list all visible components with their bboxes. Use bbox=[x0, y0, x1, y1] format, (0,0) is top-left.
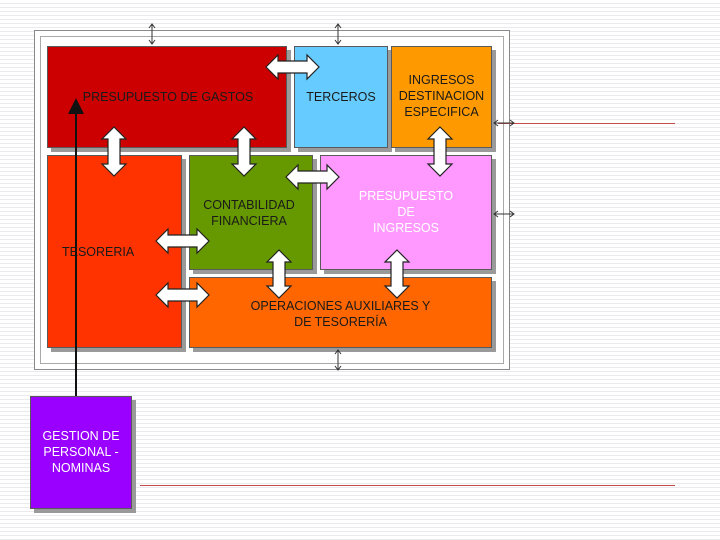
label-terceros: TERCEROS bbox=[306, 90, 376, 104]
label-presupuesto-gastos: PRESUPUESTO DE GASTOS bbox=[82, 90, 254, 104]
diagram-inner-frame bbox=[40, 36, 504, 364]
box-operaciones-auxiliares bbox=[189, 277, 492, 348]
label-operaciones-auxiliares: OPERACIONES AUXILIARES Y DE TESORERÍA bbox=[250, 299, 431, 329]
label-ingresos-destinacion-especifica: INGRESOS DESTINACION ESPECIFICA bbox=[398, 73, 485, 119]
divider-line-bottom bbox=[140, 485, 675, 486]
label-presupuesto-ingresos: PRESUPUESTO DE INGRESOS bbox=[358, 189, 454, 235]
divider-line-top bbox=[498, 123, 675, 124]
label-tesoreria: TESORERIA bbox=[62, 245, 135, 259]
label-gestion-personal-nominas: GESTION DE PERSONAL - NOMINAS bbox=[42, 429, 120, 475]
label-contabilidad-financiera: CONTABILIDAD FINANCIERA bbox=[203, 198, 295, 228]
box-gestion-personal-nominas bbox=[30, 396, 132, 509]
